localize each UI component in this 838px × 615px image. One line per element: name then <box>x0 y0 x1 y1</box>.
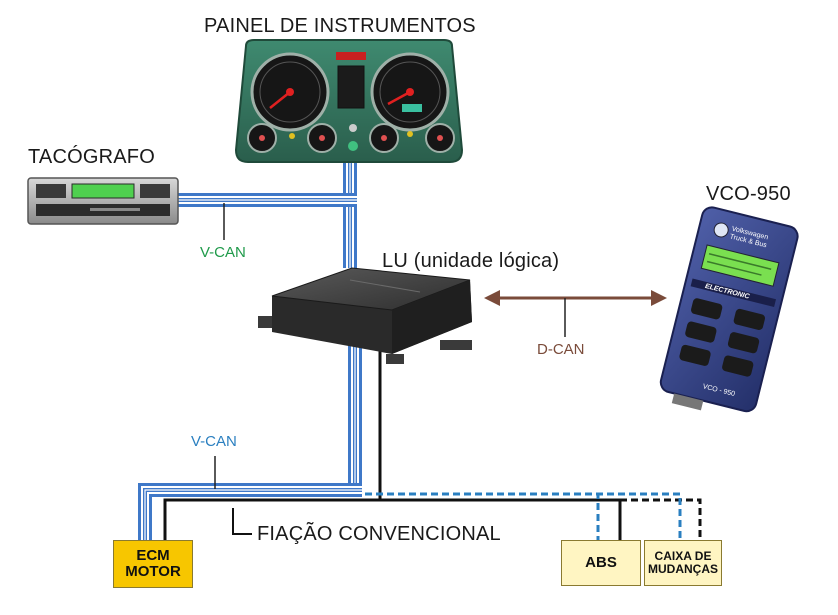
ecm-motor-box: ECM MOTOR <box>113 540 193 588</box>
dcan-label: D-CAN <box>537 341 585 358</box>
tachograph-image <box>27 177 179 225</box>
caixa-label: CAIXA DE <box>654 549 712 564</box>
fiacao-leader <box>232 508 252 535</box>
abs-box: ABS <box>561 540 641 586</box>
logic-unit-image <box>258 267 472 364</box>
abs-label: ABS <box>585 554 617 572</box>
vco950-label: VCO-950 <box>706 183 791 205</box>
mudancas-label: MUDANÇAS <box>648 562 718 576</box>
ecm-label: ECM <box>136 547 170 565</box>
blue-dashed-branch <box>365 492 600 540</box>
caixa-mudancas-box: CAIXA DE MUDANÇAS <box>644 540 722 586</box>
instrument-panel-label: PAINEL DE INSTRUMENTOS <box>204 15 476 37</box>
tachograph-label: TACÓGRAFO <box>28 146 155 168</box>
vcan-top-label: V-CAN <box>200 244 246 261</box>
vcan-cable-bundle <box>138 160 362 540</box>
vco950-device-image: Volkswagen Truck & Bus ELECTRONIC VCO - … <box>659 206 799 413</box>
conventional-wiring <box>163 345 702 540</box>
dcan-arrow <box>484 290 667 337</box>
vcan-bottom-label: V-CAN <box>191 433 237 450</box>
logic-unit-label: LU (unidade lógica) <box>382 250 560 272</box>
motor-label: MOTOR <box>125 563 181 580</box>
instrument-panel-image <box>234 39 464 163</box>
fiacao-label: FIAÇÃO CONVENCIONAL <box>257 523 501 545</box>
